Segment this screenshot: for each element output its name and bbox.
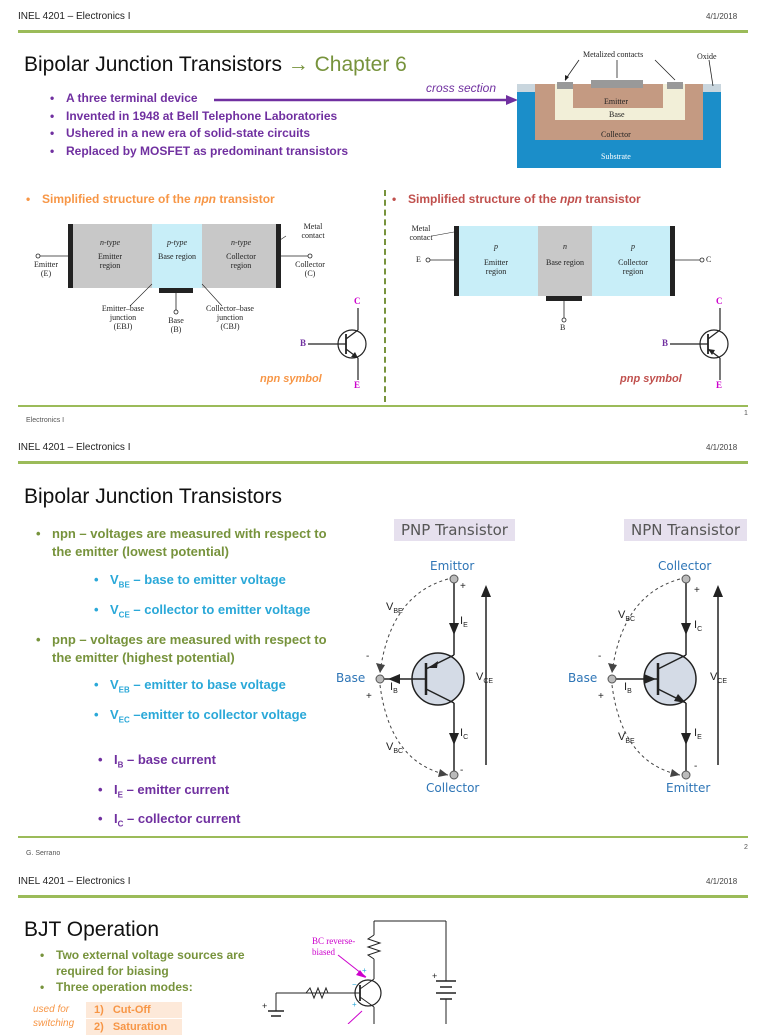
collector-region-label: Collector <box>601 130 631 139</box>
slide-date: 4/1/2018 <box>706 443 738 452</box>
npn-bullet: npn – voltages are measured with respect… <box>36 525 336 560</box>
pnp-structure-diagram: Metal contact p Emitter region n Base re… <box>404 220 724 335</box>
intro-bullets: A three terminal device Invented in 1948… <box>50 90 348 160</box>
pnp-figure-heading: PNP Transistor <box>394 519 515 541</box>
bc-reverse-biased-label: BC reverse-biased <box>312 936 356 957</box>
npn-transistor-figure: Collector Base Emitter + - + - VBC VBE V… <box>568 559 728 795</box>
course-header: INEL 4201 – Electronics I <box>18 876 131 887</box>
pnp-voltage-list: VEB – emitter to base voltage VEC –emitt… <box>94 673 307 732</box>
header-rule <box>18 461 748 464</box>
pnp-symbol: C B E <box>656 294 738 390</box>
oxide-label: Oxide <box>697 52 717 61</box>
column-divider <box>384 190 386 402</box>
npn-figure-heading: NPN Transistor <box>624 519 748 541</box>
base-region-label: Base <box>609 110 625 119</box>
slide-title: Bipolar Junction Transistors → Chapter 6 <box>24 53 407 77</box>
mode-cutoff: 1) Cut-Off <box>86 1002 182 1018</box>
footer-rule <box>18 836 748 838</box>
biasing-circuit: + − + + + BC reverse-biased <box>256 915 476 1024</box>
slide-title: BJT Operation <box>24 918 160 941</box>
svg-text:+: + <box>432 971 437 981</box>
header-rule <box>18 895 748 898</box>
svg-text:−: − <box>352 980 357 989</box>
npn-structure-heading: Simplified structure of the npn transist… <box>26 191 275 209</box>
title-text: Bipolar Junction Transistors <box>24 53 282 76</box>
npn-symbol: C B E <box>294 294 376 390</box>
slide-title: Bipolar Junction Transistors <box>24 485 282 508</box>
cross-section-arrow <box>214 95 518 105</box>
mode-saturation: 2) Saturation <box>86 1019 182 1035</box>
metal-contact-label: Metal contact <box>301 222 325 240</box>
current-list: IB – base current IE – emitter current I… <box>98 748 240 837</box>
pnp-symbol-caption: pnp symbol <box>620 373 682 385</box>
title-arrow: → <box>287 53 309 76</box>
slide-date: 4/1/2018 <box>706 877 738 886</box>
course-header: INEL 4201 – Electronics I <box>18 11 131 22</box>
emitter-region-label: Emitter <box>604 97 628 106</box>
svg-text:+: + <box>352 1000 357 1009</box>
page-number: 2 <box>744 844 748 851</box>
metal-contact-label: Metal contact <box>409 224 433 242</box>
bullet-item: Ushered in a new era of solid-state circ… <box>50 125 348 143</box>
pnp-structure-heading: Simplified structure of the npn transist… <box>392 191 641 209</box>
operation-bullets: Two external voltage sources are require… <box>40 947 270 995</box>
course-header: INEL 4201 – Electronics I <box>18 442 131 453</box>
svg-text:+: + <box>362 966 367 975</box>
title-chapter: Chapter 6 <box>314 53 407 76</box>
cross-section-drawing <box>517 59 721 168</box>
pnp-transistor-figure: Emittor Base Collector + - + - VBE VBC V… <box>336 559 494 795</box>
bullet-item: Invented in 1948 at Bell Telephone Labor… <box>50 108 348 126</box>
slide-footer: Electronics I <box>26 417 65 424</box>
metalized-contacts-label: Metalized contacts <box>583 50 644 59</box>
header-rule <box>18 30 748 33</box>
bullet-item: Replaced by MOSFET as predominant transi… <box>50 143 348 161</box>
substrate-label: Substrate <box>601 152 631 161</box>
side-note: used for <box>33 1004 70 1015</box>
slide-date: 4/1/2018 <box>706 12 738 21</box>
bullet-item: A three terminal device <box>50 90 348 108</box>
svg-text:+: + <box>262 1001 267 1011</box>
cross-section-label: cross section <box>426 81 497 95</box>
npn-voltage-list: VBE – base to emitter voltage VCE – coll… <box>94 568 310 627</box>
page-number: 1 <box>744 410 748 417</box>
npn-structure-diagram: n-type Emitter region p-type Base region… <box>30 218 360 343</box>
npn-symbol-caption: npn symbol <box>260 373 322 385</box>
cross-section-figure: Metalized contacts Oxide Emitter Base Co… <box>517 48 721 168</box>
footer-rule <box>18 405 748 407</box>
slide-footer: G. Serrano <box>26 850 61 857</box>
pnp-bullet: pnp – voltages are measured with respect… <box>36 631 336 666</box>
